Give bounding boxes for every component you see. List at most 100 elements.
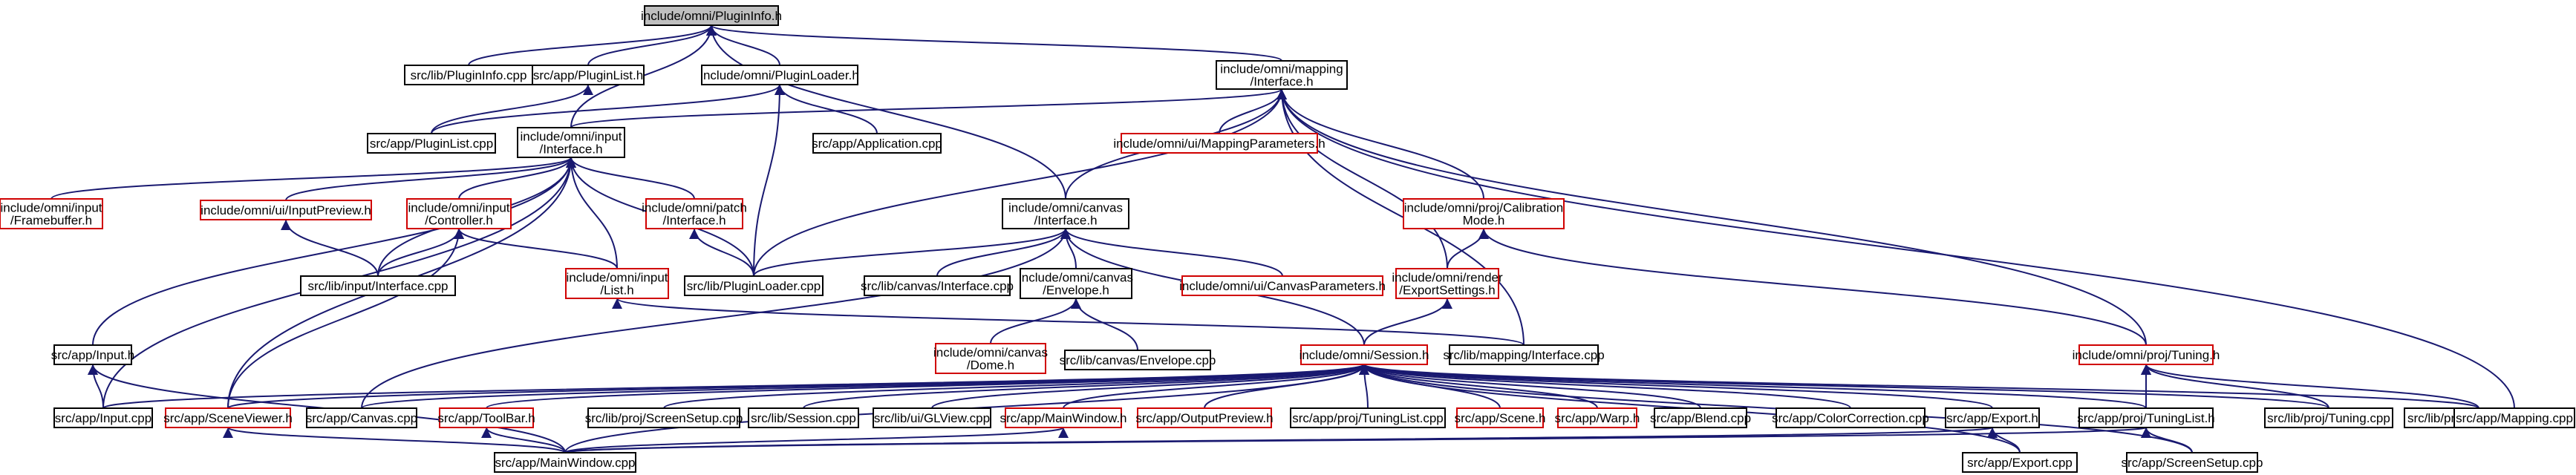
node-label: src/app/Export.cpp	[1967, 456, 2073, 470]
graph-node[interactable]: src/app/ScreenSetup.cpp	[2122, 452, 2263, 473]
node-label: src/app/PluginList.h	[533, 68, 643, 82]
dependency-edge-n13-n18	[936, 228, 1071, 277]
graph-node[interactable]: include/omni/render/ExportSettings.h	[1392, 268, 1503, 299]
graph-node[interactable]: include/omni/Session.h	[1300, 344, 1429, 365]
dependency-edge-n25-n32	[663, 364, 1369, 409]
graph-node[interactable]: src/app/Warp.h	[1555, 407, 1640, 428]
graph-node[interactable]: include/omni/ui/CanvasParameters.h	[1179, 275, 1386, 296]
graph-node[interactable]: include/omni/canvas/Envelope.h	[1019, 268, 1133, 299]
node-label: include/omni/render	[1392, 271, 1503, 285]
node-label: include/omni/patch	[642, 201, 747, 215]
dependency-edge-root-n2	[587, 24, 717, 66]
node-box	[1776, 407, 1926, 428]
graph-node[interactable]: include/omni/canvas/Interface.h	[1002, 198, 1129, 229]
graph-node[interactable]: src/app/MainWindow.h	[1000, 407, 1127, 428]
graph-node[interactable]: src/lib/canvas/Interface.cpp	[861, 275, 1014, 296]
dependency-edge-root-n1	[468, 24, 717, 66]
graph-node[interactable]: src/app/Mapping.cpp	[2453, 407, 2575, 428]
graph-node[interactable]: include/omni/canvas/Dome.h	[933, 343, 1048, 374]
node-label: src/app/Application.cpp	[812, 137, 942, 151]
dependency-edge-n11-n16	[454, 228, 618, 269]
graph-node[interactable]: include/omni/patch/Interface.h	[642, 198, 747, 229]
graph-node[interactable]: src/app/PluginList.h	[532, 65, 645, 85]
graph-node[interactable]: src/app/Input.cpp	[53, 407, 153, 428]
node-box	[367, 133, 496, 154]
graph-node[interactable]: src/lib/Session.cpp	[748, 407, 859, 428]
node-box	[2453, 407, 2575, 428]
dependency-edge-n4-n46	[1276, 88, 2515, 409]
graph-node[interactable]: src/app/Canvas.cpp	[306, 407, 417, 428]
node-label: include/omni/ui/CanvasParameters.h	[1179, 279, 1386, 293]
node-label: src/app/Input.cpp	[55, 411, 151, 425]
node-box	[1945, 407, 2040, 428]
dependency-edge-n3-n5	[431, 84, 785, 134]
node-box	[1449, 344, 1599, 365]
graph-node[interactable]: src/app/PluginList.cpp	[367, 133, 496, 154]
root-node[interactable]: include/omni/PluginInfo.h	[641, 5, 782, 26]
node-label: include/omni/canvas	[1008, 201, 1123, 215]
node-label: src/app/ScreenSetup.cpp	[2122, 456, 2263, 470]
node-label: src/app/Input.h	[51, 348, 134, 362]
dependency-edge-n25-n40	[1359, 364, 1701, 409]
graph-node[interactable]: src/lib/canvas/Envelope.cpp	[1060, 350, 1216, 370]
graph-node[interactable]: src/app/SceneViewer.h	[163, 407, 293, 428]
graph-node[interactable]: include/omni/input/List.h	[565, 268, 669, 299]
node-label: /List.h	[600, 284, 633, 298]
graph-node[interactable]: src/lib/input/Interface.cpp	[300, 275, 456, 296]
graph-node[interactable]: include/omni/input/Controller.h	[406, 198, 512, 229]
graph-node[interactable]: src/app/Application.cpp	[812, 133, 942, 154]
graph-node[interactable]: src/app/ToolBar.h	[437, 407, 535, 428]
dependency-edge-n43-n49	[2141, 427, 2193, 453]
graph-node[interactable]: src/lib/proj/ScreenSetup.cpp	[585, 407, 743, 428]
graph-node[interactable]: src/lib/mapping/Interface.cpp	[1443, 344, 1605, 365]
node-label: src/app/Warp.h	[1555, 411, 1640, 425]
graph-node[interactable]: include/omni/PluginLoader.h	[700, 65, 859, 85]
node-label: src/app/Scene.h	[1455, 411, 1546, 425]
dependency-edge-n21-n25	[1363, 298, 1452, 346]
graph-node[interactable]: src/app/OutputPreview.h	[1135, 407, 1274, 428]
graph-node[interactable]: src/lib/PluginInfo.cpp	[404, 65, 533, 85]
dependency-edge-n6-n16	[566, 157, 618, 269]
graph-node[interactable]: src/app/Blend.cpp	[1650, 407, 1751, 428]
graph-node[interactable]: src/app/ColorCorrection.cpp	[1772, 407, 1929, 428]
graph-node[interactable]: src/app/Input.h	[51, 344, 134, 365]
node-label: src/app/ToolBar.h	[437, 411, 535, 425]
dependency-edge-n6-n22	[92, 157, 576, 346]
graph-node[interactable]: include/omni/ui/MappingParameters.h	[1113, 133, 1326, 154]
graph-node[interactable]: src/lib/ui/GLView.cpp	[873, 407, 991, 428]
graph-node[interactable]: include/omni/ui/InputPreview.h	[200, 200, 372, 220]
dependency-edge-n4-n21	[1276, 88, 1448, 269]
graph-node[interactable]: src/app/Scene.h	[1455, 407, 1546, 428]
graph-node[interactable]: include/omni/mapping/Interface.h	[1216, 60, 1348, 90]
node-box	[1002, 198, 1129, 229]
node-box	[1216, 60, 1348, 90]
dependency-edge-n25-n33	[803, 364, 1369, 409]
graph-node[interactable]: src/lib/PluginLoader.cpp	[684, 275, 824, 296]
dependency-edge-n25-n37	[1359, 364, 1370, 409]
node-box	[1121, 133, 1318, 154]
graph-node[interactable]: include/omni/input/Interface.h	[517, 127, 625, 158]
node-label: src/lib/PluginInfo.cpp	[411, 68, 527, 82]
node-label: src/app/MainWindow.cpp	[495, 456, 636, 470]
node-box	[2264, 407, 2393, 428]
node-box	[2078, 344, 2214, 365]
node-label: include/omni/PluginLoader.h	[700, 68, 859, 82]
graph-node[interactable]: src/app/Export.cpp	[1962, 452, 2078, 473]
graph-node[interactable]: src/app/MainWindow.cpp	[494, 452, 636, 473]
node-box	[53, 407, 153, 428]
node-label: /ExportSettings.h	[1399, 284, 1495, 298]
graph-node[interactable]: src/lib/proj/Tuning.cpp	[2264, 407, 2393, 428]
node-box	[1137, 407, 1272, 428]
dependency-edge-n12-n17	[689, 228, 754, 277]
node-label: src/lib/canvas/Interface.cpp	[861, 279, 1014, 293]
graph-node[interactable]: src/app/proj/TuningList.cpp	[1290, 407, 1446, 428]
graph-node[interactable]: include/omni/proj/Tuning.h	[2073, 344, 2220, 365]
graph-node[interactable]: src/app/Export.h	[1945, 407, 2040, 428]
node-label: include/omni/input	[0, 201, 102, 215]
node-label: /Interface.h	[662, 214, 725, 228]
graph-node[interactable]: src/app/proj/TuningList.h	[2077, 407, 2215, 428]
node-label: include/omni/canvas	[1019, 271, 1133, 285]
dependency-edge-n3-n7	[775, 84, 878, 134]
graph-node[interactable]: include/omni/input/Framebuffer.h	[0, 198, 103, 229]
